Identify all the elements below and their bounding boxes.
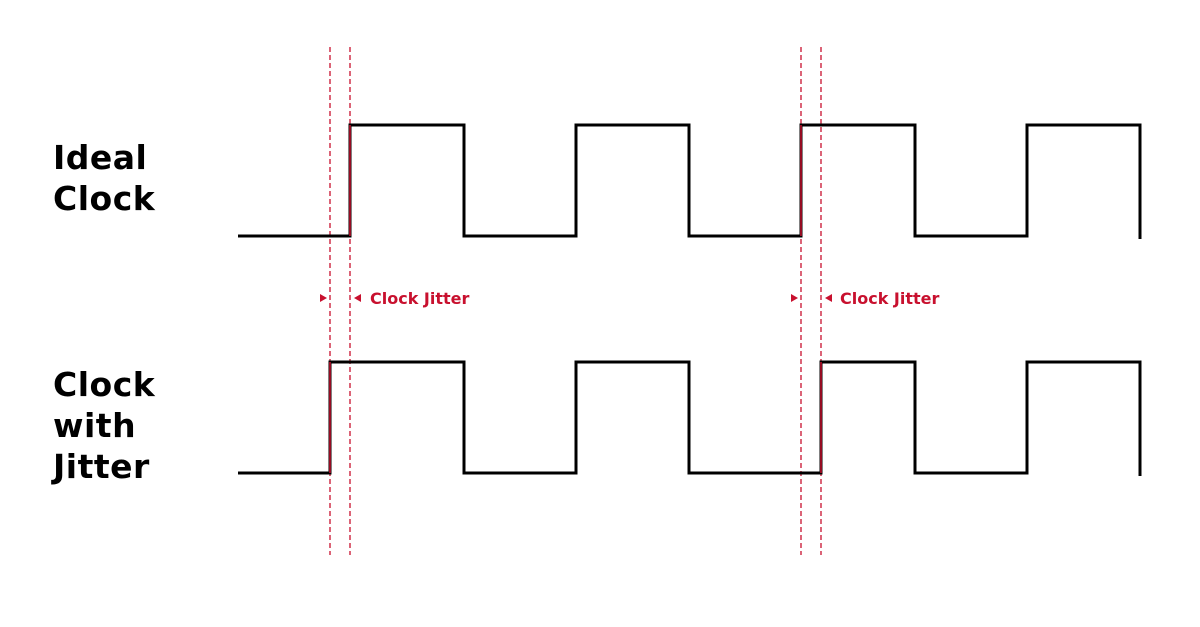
ideal-clock-waveform [238,123,1142,239]
jitter-arrow-right-icon [320,294,327,302]
ideal-clock-label: Ideal Clock [53,137,155,219]
jitter-arrow-left-icon [825,294,832,302]
jitter-annotation-1: Clock Jitter [370,289,470,308]
jitter-clock-label-line: Jitter [53,447,150,486]
ideal-clock-label-line: Clock [53,179,156,218]
jitter-clock-label-line: with [53,406,137,445]
jitter-markers [320,294,832,302]
jitter-clock-label: Clock with Jitter [53,364,155,487]
ideal-clock-label-line: Ideal [53,138,148,177]
jitter-clock-waveform [238,360,1142,476]
edge-highlights [329,125,822,473]
jitter-clock-label-line: Clock [53,365,156,404]
jitter-arrow-right-icon [791,294,798,302]
jitter-arrow-left-icon [354,294,361,302]
jitter-annotation-2: Clock Jitter [840,289,940,308]
